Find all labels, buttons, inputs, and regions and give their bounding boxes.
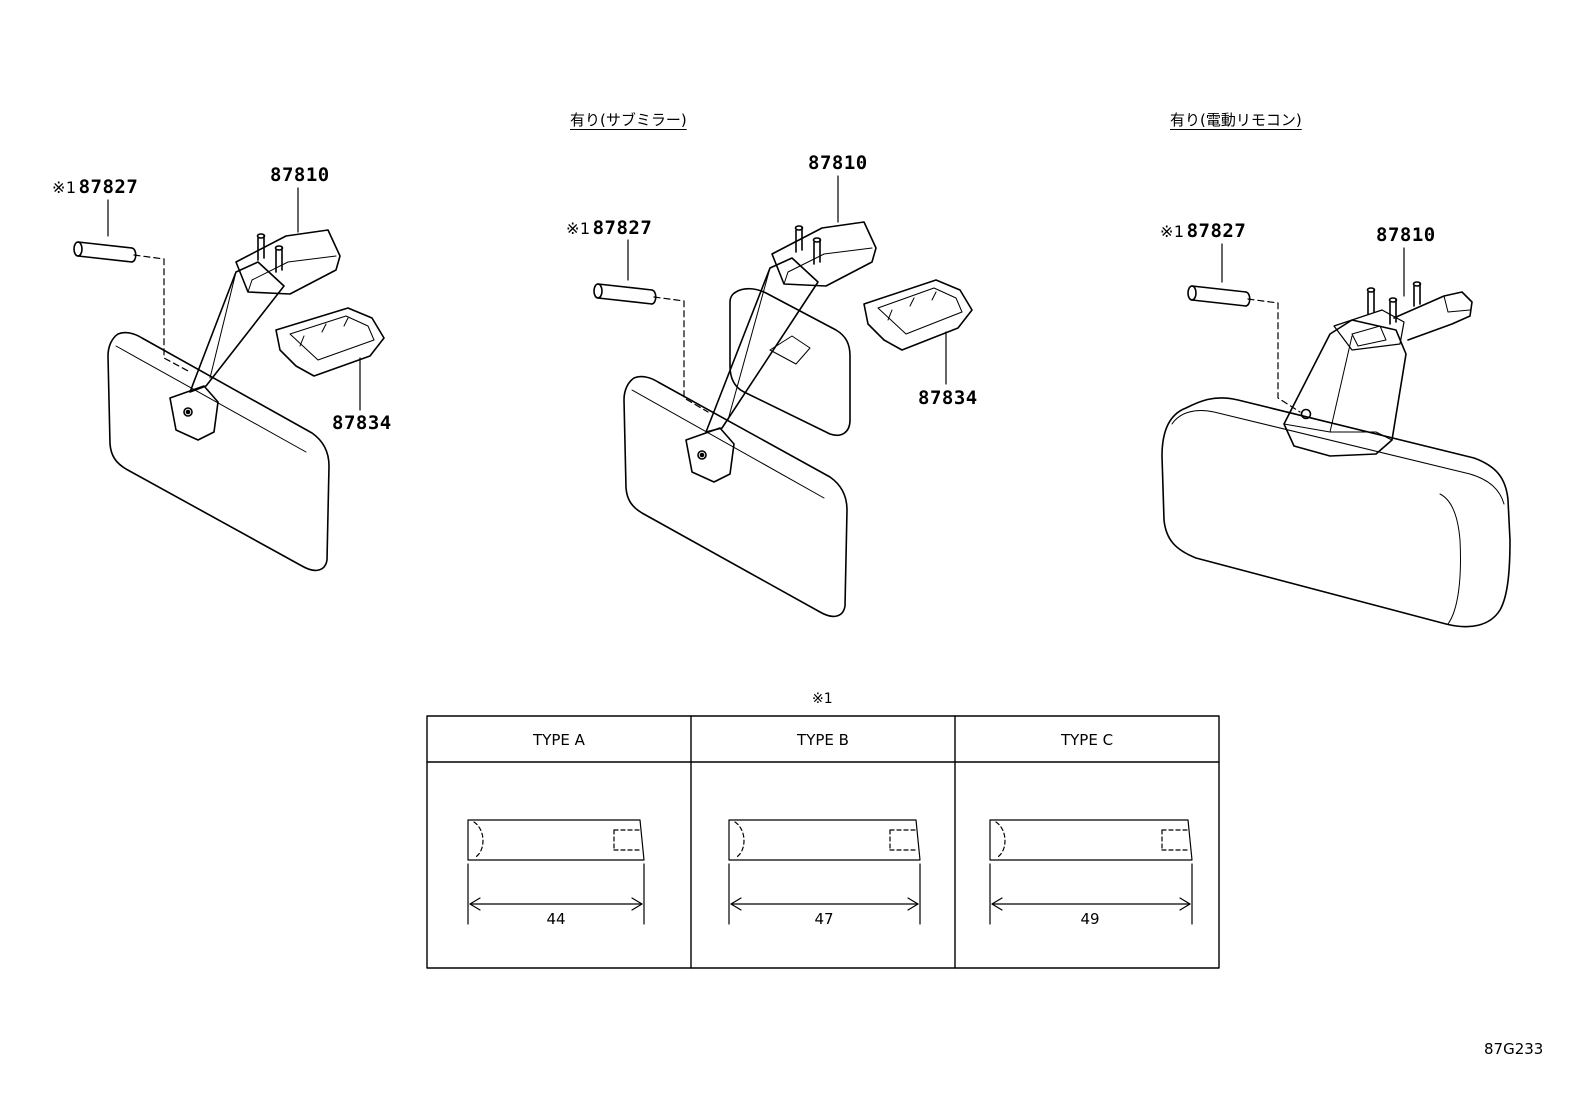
view-1-pin-number: 87827 [78,176,139,198]
view-2-header: 有り(サブミラー) [570,111,687,129]
type-table [426,715,1220,969]
pin-drawing-type-c [989,819,1193,925]
pin-drawing-type-a [467,819,645,925]
view-2-pin-number: 87827 [592,217,653,239]
view-2-cover-label: 87834 [918,387,978,409]
view-3-pin-number: 87827 [1186,220,1247,242]
view-2-bracket-label: 87810 [808,152,868,174]
view-3-mirror [1161,243,1511,628]
view-1-mirror [73,187,385,572]
view-3-bracket-label: 87810 [1376,224,1436,246]
view-1-pin-note: ※1 [52,178,77,197]
diagram-code: 87G233 [1484,1040,1544,1058]
type-c-header: TYPE C [1060,731,1114,749]
type-a-length: 44 [546,910,566,928]
view-3-header: 有り(電動リモコン) [1170,111,1302,129]
view-3-pin-note: ※1 [1160,222,1185,241]
type-b-length: 47 [814,910,834,928]
view-2-pin-note: ※1 [566,219,591,238]
view-1-cover-label: 87834 [332,412,392,434]
type-b-header: TYPE B [797,731,849,749]
table-note: ※1 [812,691,833,707]
view-1-bracket-label: 87810 [270,164,330,186]
type-a-header: TYPE A [533,731,585,749]
pin-drawing-type-b [728,819,921,925]
type-c-length: 49 [1080,910,1100,928]
view-2-mirror [593,175,973,618]
